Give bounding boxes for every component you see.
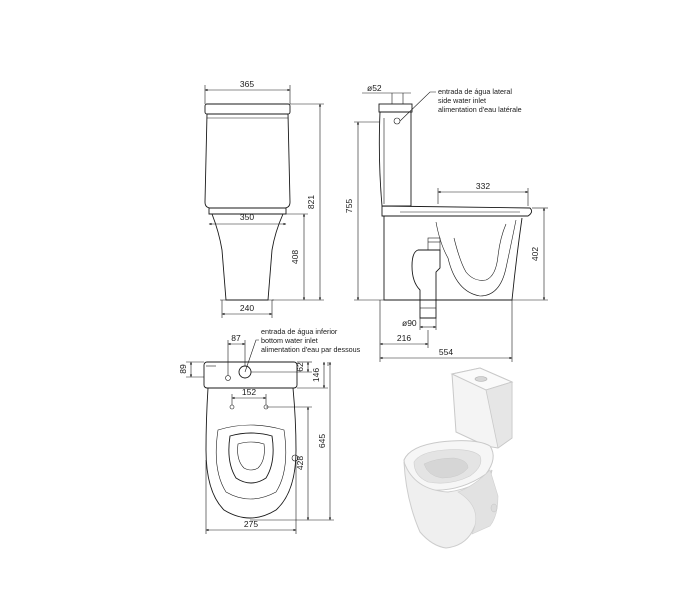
bottom-inlet-note-fr: alimentation d'eau par dessous — [261, 345, 361, 354]
dim-front-821: 821 — [306, 195, 316, 209]
front-view: 365 350 240 821 408 — [204, 79, 324, 318]
side-view: ø52 entrada de água lateral side water i… — [344, 83, 548, 362]
dim-side-o52: ø52 — [367, 83, 382, 93]
dim-side-554: 554 — [439, 347, 453, 357]
side-inlet-note-en: side water inlet — [438, 96, 486, 105]
dim-side-402: 402 — [530, 247, 540, 261]
top-view: 87 entrada de água inferior bottom water… — [178, 327, 361, 534]
dimension-top-inlet-offset-x: 87 — [227, 333, 246, 376]
dimension-top-tank-front: 146 — [297, 361, 328, 389]
dimension-front-base-width: 240 — [221, 300, 273, 318]
dimension-top-bowl-width: 275 — [205, 460, 297, 534]
dimension-top-total-depth: 645 — [312, 361, 334, 521]
dimension-top-inlet-offset-y: 62 — [251, 361, 312, 373]
dim-front-240: 240 — [240, 303, 254, 313]
dimension-side-outlet-distance: 216 — [379, 300, 429, 362]
dimension-top-fixing-spacing: 152 — [231, 387, 267, 405]
dim-top-146: 146 — [311, 368, 321, 382]
dimension-front-seat-width: 350 — [208, 212, 287, 226]
dim-top-645: 645 — [317, 434, 327, 448]
dimension-front-tank-width: 365 — [204, 79, 291, 104]
dimension-side-outlet-diameter: ø90 — [402, 318, 437, 330]
front-view-outline — [204, 103, 291, 301]
dim-top-275: 275 — [244, 519, 258, 529]
side-inlet-callout: entrada de água lateral side water inlet… — [399, 87, 522, 122]
dim-front-408: 408 — [290, 250, 300, 264]
dim-side-755: 755 — [344, 199, 354, 213]
dimension-front-total-height: 821 — [272, 103, 324, 301]
product-illustration — [403, 367, 514, 549]
bottom-inlet-note-en: bottom water inlet — [261, 336, 318, 345]
dimension-top-tank-depth: 89 — [178, 361, 204, 378]
bottom-inlet-callout: entrada de água inferior bottom water in… — [244, 327, 361, 373]
dim-side-o90: ø90 — [402, 318, 417, 328]
dimension-side-total-height: 755 — [344, 121, 384, 301]
side-inlet-note-pt: entrada de água lateral — [438, 87, 512, 96]
dimension-front-seat-height: 408 — [286, 213, 308, 301]
dimension-side-bowl-height: 402 — [512, 207, 548, 301]
dimension-top-bowl-depth: 428 — [250, 406, 312, 521]
dimension-side-inlet-diameter: ø52 — [362, 83, 411, 104]
dim-side-332: 332 — [476, 181, 490, 191]
dim-side-216: 216 — [397, 333, 411, 343]
dim-top-428: 428 — [295, 456, 305, 470]
dim-top-152: 152 — [242, 387, 256, 397]
side-view-outline — [378, 103, 533, 319]
dim-top-89: 89 — [178, 364, 188, 374]
top-view-outline — [203, 361, 299, 519]
side-inlet-note-fr: alimentation d'eau latérale — [438, 105, 522, 114]
dim-top-87: 87 — [231, 333, 241, 343]
dim-top-62: 62 — [295, 362, 305, 372]
dim-front-365: 365 — [240, 79, 254, 89]
dimension-side-bowl-length: 332 — [437, 181, 529, 206]
dimension-side-total-depth: 554 — [379, 300, 513, 362]
dim-front-350: 350 — [240, 212, 254, 222]
bottom-inlet-note-pt: entrada de água inferior — [261, 327, 338, 336]
